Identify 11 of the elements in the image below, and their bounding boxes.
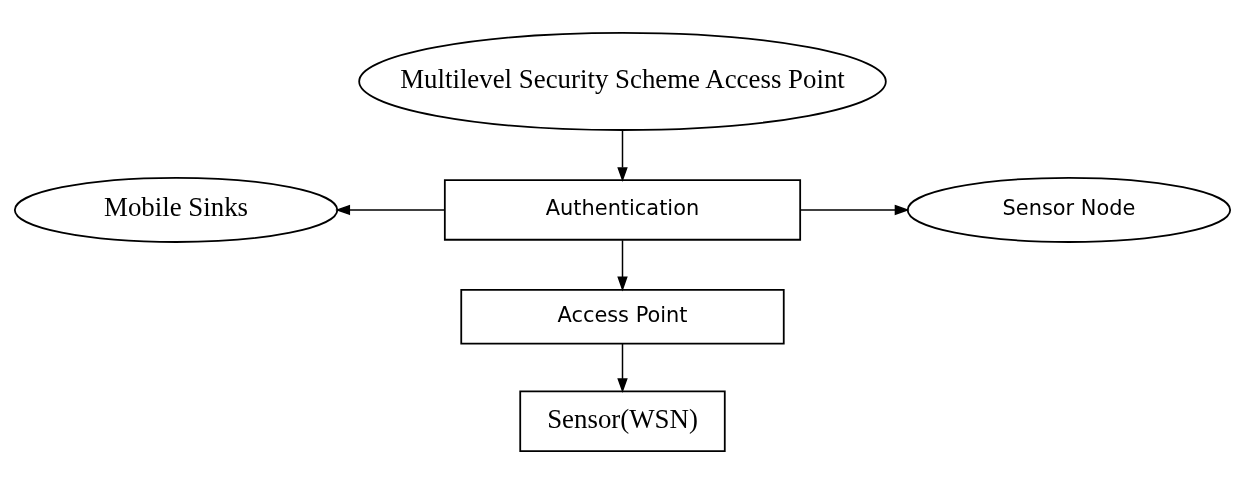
- node-ellipse: Sensor Node: [906, 176, 1232, 243]
- arrow: [617, 343, 628, 394]
- node-ellipse: Mobile Sinks: [13, 176, 339, 243]
- arrow: [617, 129, 628, 183]
- node-box: Access Point: [460, 288, 785, 345]
- node-box: Sensor(WSN): [519, 390, 726, 452]
- node-ellipse: Multilevel Security Scheme Access Point: [358, 32, 887, 131]
- arrow: [617, 239, 628, 292]
- node-box: Authentication: [443, 179, 802, 241]
- arrow: [799, 204, 910, 216]
- arrow: [335, 204, 446, 216]
